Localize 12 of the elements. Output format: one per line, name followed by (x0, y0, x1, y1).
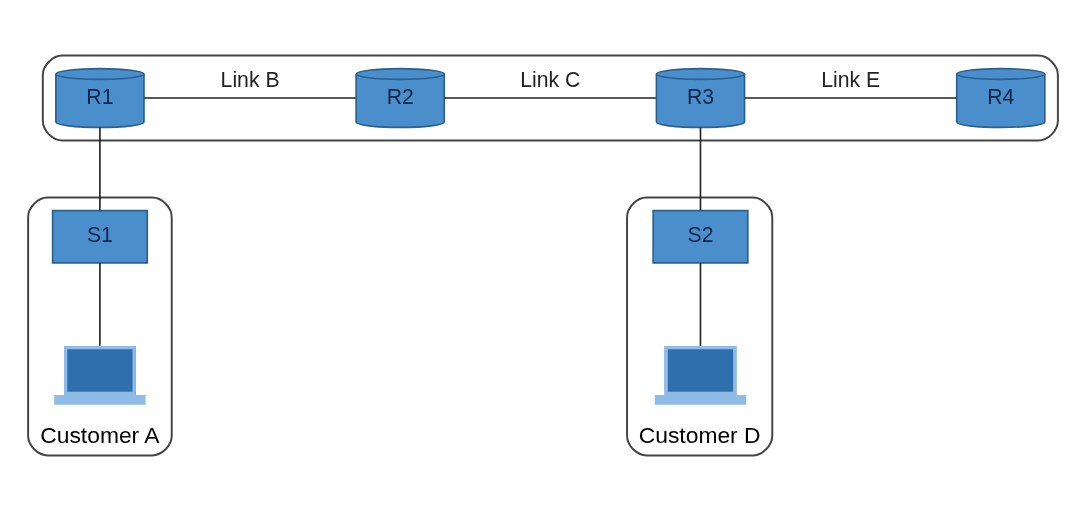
connector (143, 96, 357, 99)
connector (699, 126, 702, 211)
connector (99, 126, 101, 211)
node-box: S1 (51, 209, 149, 264)
edge-label: Link E (821, 67, 881, 91)
edge-label: Link C (520, 67, 581, 91)
node-box: S2 (652, 209, 749, 264)
edge-label: Link B (220, 67, 280, 91)
connector (443, 96, 657, 99)
connector (99, 261, 101, 347)
connector (699, 261, 702, 347)
connector (743, 96, 958, 99)
